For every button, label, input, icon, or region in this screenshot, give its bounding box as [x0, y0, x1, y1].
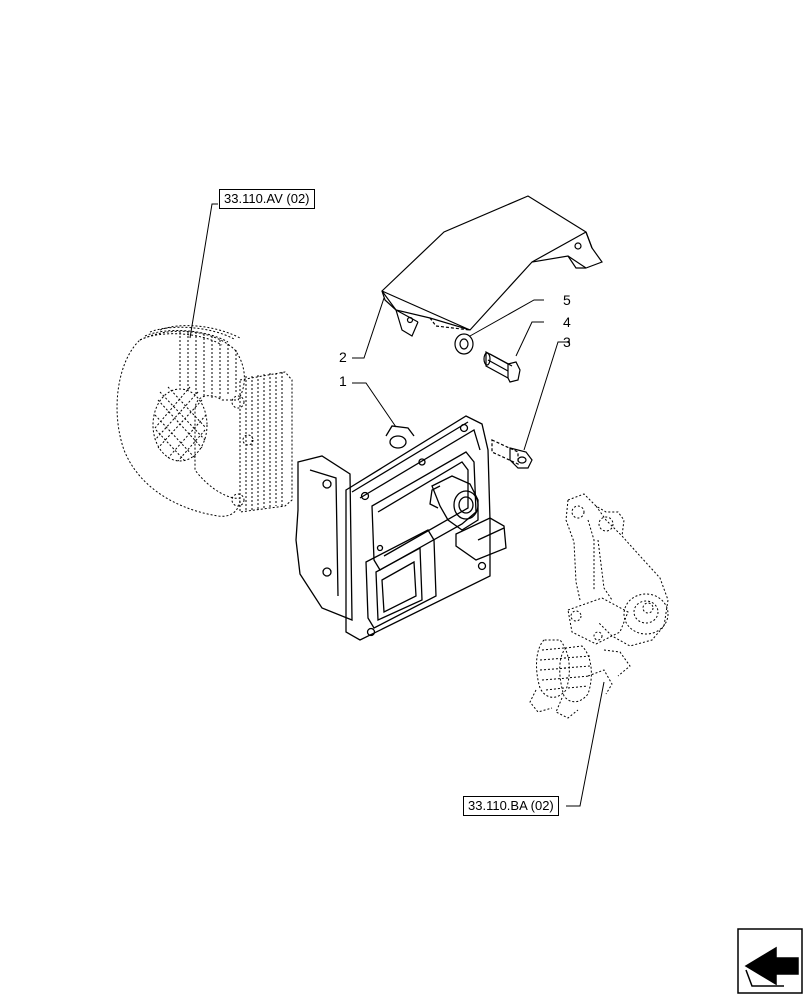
screw-part-3 — [491, 439, 533, 469]
oil-cooler-phantom — [116, 325, 293, 517]
cover-bracket-part-2 — [381, 195, 603, 337]
callout-1: 1 — [339, 373, 347, 389]
washer-part-5 — [454, 333, 474, 355]
callout-5: 5 — [563, 292, 571, 308]
callout-2: 2 — [339, 349, 347, 365]
reference-box-top[interactable]: 33.110.AV (02) — [219, 189, 315, 209]
bolt-part-4 — [483, 350, 521, 383]
leader-lines — [189, 203, 605, 807]
valve-assembly-phantom — [529, 493, 669, 719]
arrow-nav-icon[interactable] — [737, 928, 803, 994]
reference-box-bottom[interactable]: 33.110.BA (02) — [463, 796, 559, 816]
callout-3: 3 — [563, 334, 571, 350]
adapter-housing-part-1 — [295, 415, 507, 641]
callout-4: 4 — [563, 314, 571, 330]
